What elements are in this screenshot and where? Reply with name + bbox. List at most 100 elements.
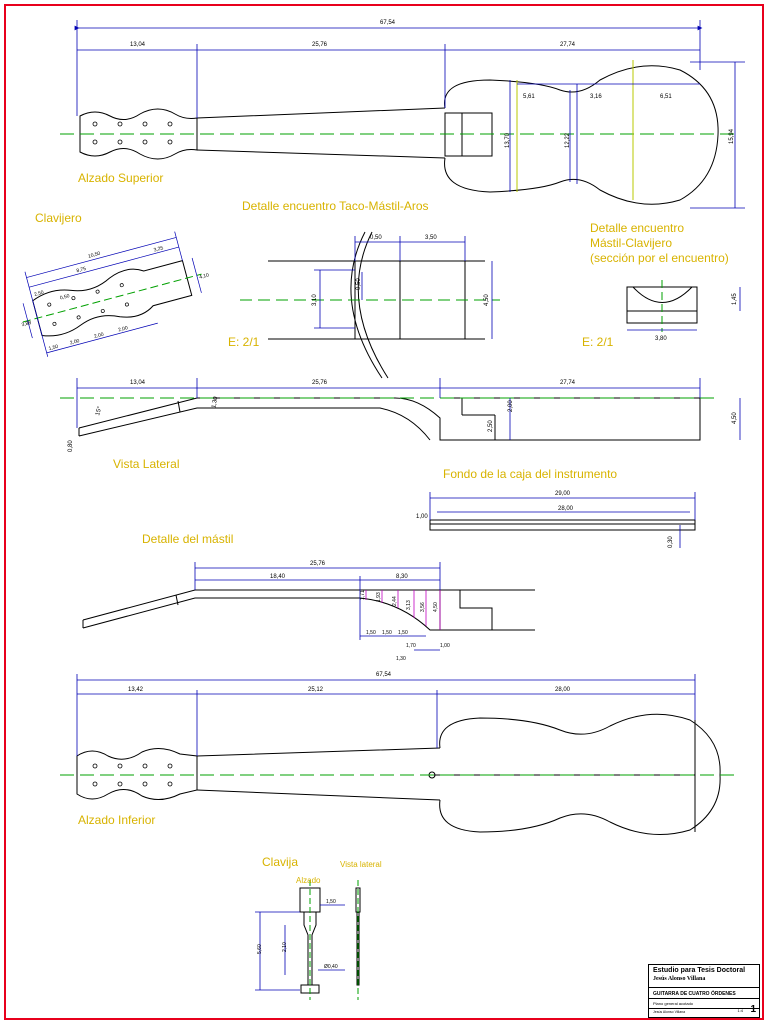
top-view-dim-text: 67,54 13,04 25,76 27,74 5,61 3,16 6,51 1… (130, 20, 735, 148)
svg-text:2,50: 2,50 (34, 290, 45, 298)
side-view-label: Vista Lateral (113, 457, 180, 471)
svg-text:0,80: 0,80 (68, 440, 74, 452)
joint-detail-label: Detalle encuentro Taco-Mástil-Aros (242, 199, 429, 213)
svg-text:1,30: 1,30 (396, 656, 406, 662)
svg-text:1,50: 1,50 (326, 899, 336, 905)
pegbox-joint-label-1: Detalle encuentro (590, 221, 685, 235)
neck-detail-dims (194, 562, 441, 651)
back-dim-text: 29,00 28,00 1,00 0,30 (416, 491, 674, 548)
side-view-dimensions (76, 378, 741, 440)
svg-text:1,30: 1,30 (211, 395, 219, 408)
pegbox-view: 10,50 8,75 3,25 2,50 0,50 2,00 2,00 2,00… (21, 231, 210, 357)
svg-text:1,00: 1,00 (416, 514, 428, 520)
title-block: Estudio para Tesis Doctoral Jesús Alonso… (648, 964, 760, 1018)
svg-text:3,16: 3,16 (590, 94, 602, 100)
svg-text:25,12: 25,12 (308, 687, 324, 693)
svg-text:4,50: 4,50 (433, 602, 439, 612)
svg-text:2,00: 2,00 (508, 400, 514, 412)
svg-text:28,00: 28,00 (555, 687, 571, 693)
svg-text:67,54: 67,54 (380, 20, 396, 26)
svg-text:5,60: 5,60 (257, 944, 263, 954)
svg-text:6,51: 6,51 (660, 94, 672, 100)
svg-text:27,74: 27,74 (560, 380, 576, 386)
back-dims (429, 492, 696, 548)
title-block-title: Estudio para Tesis Doctoral (653, 967, 746, 974)
svg-text:4,50: 4,50 (732, 412, 738, 424)
svg-text:5,61: 5,61 (523, 94, 535, 100)
svg-text:1,00: 1,00 (440, 643, 450, 649)
bottom-view-label: Alzado Inferior (78, 813, 156, 827)
title-block-author: Jesús Alonso Villana (653, 976, 706, 982)
side-view (78, 397, 701, 441)
svg-text:1,50: 1,50 (48, 344, 59, 352)
bottom-view (76, 713, 721, 835)
svg-text:25,76: 25,76 (312, 380, 328, 386)
pegbox-joint-label-2: Mástil-Clavijero (590, 236, 673, 250)
svg-text:4,50: 4,50 (484, 294, 490, 306)
svg-text:0,30: 0,30 (668, 536, 674, 548)
svg-text:0,50: 0,50 (370, 235, 382, 241)
svg-text:29,00: 29,00 (555, 491, 571, 497)
title-block-scale: 1:4 (737, 1008, 743, 1013)
svg-text:1,50: 1,50 (366, 630, 376, 636)
svg-text:3,25: 3,25 (153, 245, 164, 253)
svg-text:1,93: 1,93 (376, 592, 382, 602)
svg-text:15°: 15° (95, 405, 103, 416)
pegbox-joint-dim-text: 3,80 1,45 (655, 293, 738, 342)
back-label: Fondo de la caja del instrumento (443, 467, 618, 481)
svg-text:2,50: 2,50 (488, 420, 494, 432)
top-view-label: Alzado Superior (78, 171, 164, 185)
svg-text:3,56: 3,56 (420, 602, 426, 612)
svg-text:25,76: 25,76 (312, 42, 328, 48)
back-view (429, 519, 696, 531)
svg-text:3,13: 3,13 (406, 600, 412, 610)
svg-text:12,22: 12,22 (565, 132, 571, 148)
svg-text:4,10: 4,10 (199, 272, 210, 280)
svg-text:2,00: 2,00 (93, 332, 104, 340)
bottom-view-dims (76, 674, 696, 756)
svg-text:13,04: 13,04 (130, 380, 146, 386)
peg-label: Clavija (262, 855, 299, 869)
svg-text:25,76: 25,76 (310, 561, 326, 567)
svg-text:3,50: 3,50 (425, 235, 437, 241)
joint-dimensions (314, 236, 493, 339)
top-view (79, 65, 719, 205)
pegbox-joint-scale: E: 2/1 (582, 335, 614, 349)
svg-text:2,44: 2,44 (392, 596, 398, 606)
neck-detail-stations (365, 590, 441, 630)
svg-text:3,80: 3,80 (655, 336, 667, 342)
peg-front-label: Alzado (296, 876, 321, 885)
svg-text:1,45: 1,45 (732, 293, 738, 305)
svg-text:28,00: 28,00 (558, 506, 574, 512)
pegbox-joint-label-3: (sección por el encuentro) (590, 251, 729, 265)
svg-text:3,10: 3,10 (312, 294, 318, 306)
title-block-sheet-number: 1 (750, 1004, 756, 1015)
svg-text:13,04: 13,04 (130, 42, 146, 48)
svg-text:10,50: 10,50 (87, 251, 101, 260)
top-view-dimensions (74, 20, 745, 209)
svg-text:Ø0,40: Ø0,40 (324, 964, 338, 970)
neck-detail-dim-text: 25,76 18,40 8,30 1,71 1,93 2,44 3,13 3,5… (270, 561, 450, 662)
svg-text:2,00: 2,00 (118, 325, 129, 333)
title-block-drawing: Plano general acotado (653, 1001, 694, 1006)
pegbox-label: Clavijero (35, 211, 82, 225)
side-view-dim-text: 13,04 25,76 27,74 15° 1,30 2,00 2,50 4,5… (68, 380, 738, 452)
svg-text:0,50: 0,50 (356, 278, 362, 290)
top-view-construction (516, 60, 634, 200)
title-block-drawn-by: Jesús Alonso Villana (653, 1010, 686, 1014)
bottom-view-dim-text: 67,54 13,42 25,12 28,00 (128, 672, 571, 693)
svg-text:2,00: 2,00 (69, 338, 80, 346)
peg-axis (309, 880, 359, 1000)
svg-text:8,75: 8,75 (76, 266, 87, 274)
svg-text:13,70: 13,70 (505, 132, 511, 148)
pegbox-joint-dims (627, 287, 741, 331)
svg-text:8,30: 8,30 (396, 574, 408, 580)
peg-side-label: Vista lateral (340, 860, 382, 869)
svg-text:1,50: 1,50 (398, 630, 408, 636)
sheet-frame (4, 4, 764, 1020)
svg-text:27,74: 27,74 (560, 42, 576, 48)
peg-dims (255, 904, 345, 991)
svg-text:18,40: 18,40 (270, 574, 286, 580)
svg-text:15,94: 15,94 (729, 128, 735, 144)
